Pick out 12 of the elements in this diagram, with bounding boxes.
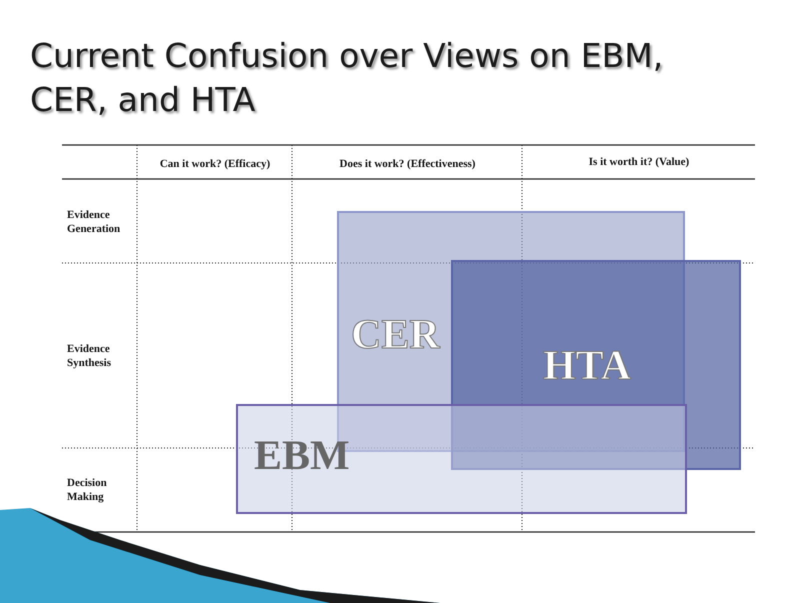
column-header: Can it work? (Efficacy) — [158, 157, 272, 171]
region-label: HTA — [543, 342, 631, 390]
slide-title: Current Confusion over Views on EBM, CER, and HTA — [30, 35, 664, 121]
region-label: EBM — [254, 432, 350, 480]
row-header: Decision Making — [67, 476, 108, 504]
overlap-region — [236, 404, 687, 514]
column-header: Does it work? (Effectiveness) — [338, 157, 476, 171]
region-label: CER — [351, 311, 440, 359]
row-header: Evidence Synthesis — [67, 342, 112, 370]
row-header: Evidence Generation — [67, 208, 122, 236]
overlap-region — [451, 260, 741, 470]
column-header: Is it worth it? (Value) — [588, 155, 690, 169]
